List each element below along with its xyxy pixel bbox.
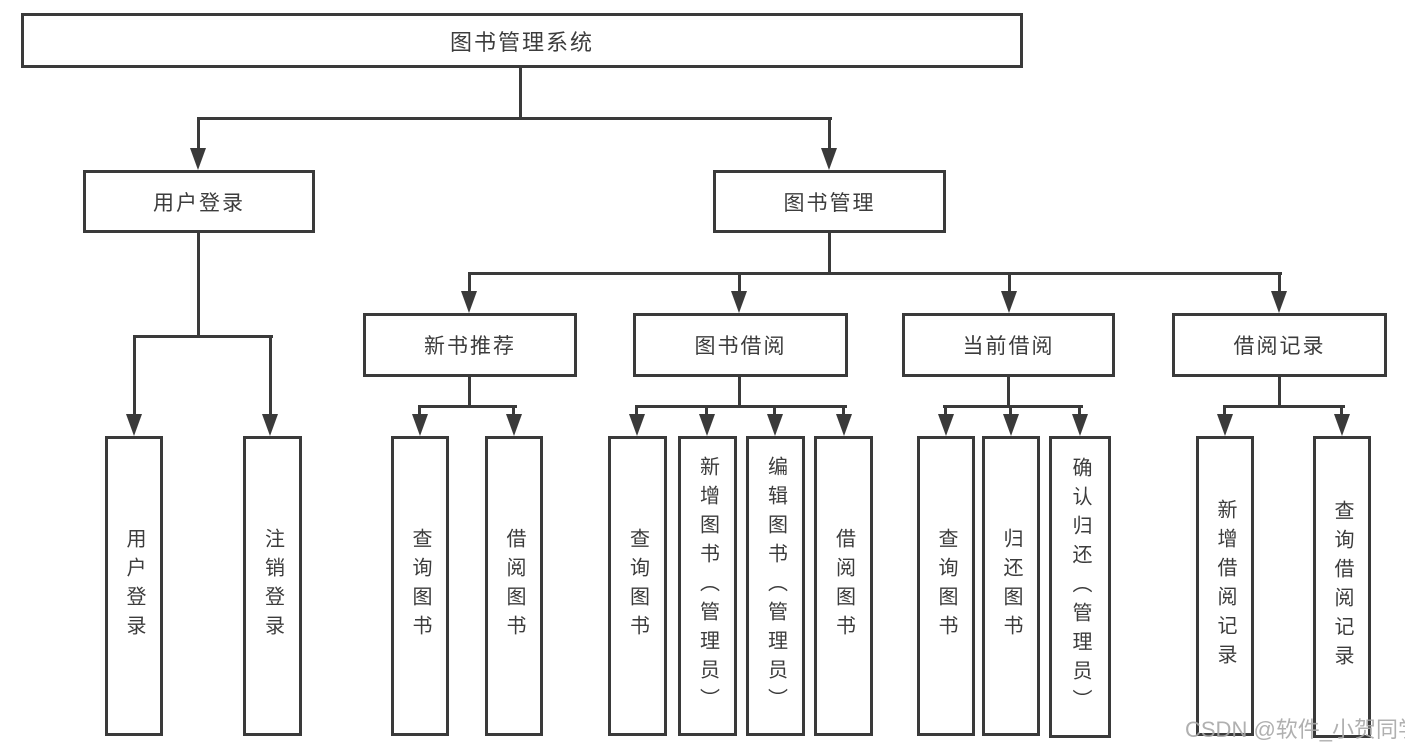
connector-root-bus bbox=[197, 117, 832, 120]
arrow-down-icon bbox=[767, 414, 783, 436]
arrow-down-icon bbox=[938, 414, 954, 436]
leaf-newbook-query: 查询图书 bbox=[391, 436, 449, 736]
arrow-down-icon bbox=[412, 414, 428, 436]
leaf-logout-label: 注销登录 bbox=[261, 528, 284, 644]
leaf-logout: 注销登录 bbox=[243, 436, 302, 736]
arrow-down-icon bbox=[821, 148, 837, 170]
arrow-down-icon bbox=[506, 414, 522, 436]
leaf-current-confirm-admin-label: 确认归还（管理员） bbox=[1069, 456, 1091, 718]
connector-user-bus bbox=[133, 335, 273, 338]
leaf-borrow-query: 查询图书 bbox=[608, 436, 667, 736]
connector-borrowrecord-stem bbox=[1278, 375, 1281, 407]
connector-newbook-stem bbox=[468, 375, 471, 407]
arrow-down-icon bbox=[731, 291, 747, 313]
leaf-record-add: 新增借阅记录 bbox=[1196, 436, 1254, 736]
arrow-down-icon bbox=[262, 414, 278, 436]
leaf-borrow-edit-admin: 编辑图书（管理员） bbox=[746, 436, 805, 736]
node-library-system: 图书管理系统 bbox=[21, 13, 1023, 68]
node-user-login-label: 用户登录 bbox=[153, 191, 245, 215]
node-book-mgmt-label: 图书管理 bbox=[783, 191, 876, 215]
arrow-down-icon bbox=[1001, 291, 1017, 313]
arrow-down-icon bbox=[699, 414, 715, 436]
node-current-borrow-label: 当前借阅 bbox=[962, 335, 1055, 358]
connector-drop-leaf bbox=[512, 405, 515, 417]
arrow-down-icon bbox=[836, 414, 852, 436]
connector-drop-leaf bbox=[1340, 405, 1343, 417]
node-book-mgmt: 图书管理 bbox=[713, 170, 946, 233]
arrow-down-icon bbox=[461, 291, 477, 313]
arrow-down-icon bbox=[1271, 291, 1287, 313]
arrow-down-icon bbox=[1217, 414, 1233, 436]
leaf-current-confirm-admin: 确认归还（管理员） bbox=[1049, 436, 1111, 738]
arrow-down-icon bbox=[629, 414, 645, 436]
connector-drop-logout-leaf bbox=[269, 335, 272, 416]
connector-borrowrecord-bus bbox=[1224, 405, 1345, 408]
leaf-record-add-label: 新增借阅记录 bbox=[1214, 499, 1236, 673]
node-book-borrow-label: 图书借阅 bbox=[694, 335, 787, 358]
leaf-borrow-borrow: 借阅图书 bbox=[814, 436, 873, 736]
leaf-borrow-add-admin-label: 新增图书（管理员） bbox=[696, 455, 719, 717]
connector-drop-user-login-leaf bbox=[133, 335, 136, 416]
connector-bookborrow-stem bbox=[738, 375, 741, 407]
connector-currentborrow-bus bbox=[943, 405, 1083, 408]
leaf-borrow-query-label: 查询图书 bbox=[626, 528, 649, 644]
connector-drop-book-borrow bbox=[738, 272, 741, 294]
leaf-record-query-label: 查询借阅记录 bbox=[1331, 500, 1353, 674]
connector-drop-leaf bbox=[635, 405, 638, 417]
leaf-record-query: 查询借阅记录 bbox=[1313, 436, 1371, 738]
node-new-book-rec-label: 新书推荐 bbox=[424, 335, 516, 358]
leaf-newbook-borrow-label: 借阅图书 bbox=[503, 528, 525, 644]
connector-drop-leaf bbox=[1078, 405, 1081, 417]
node-user-login: 用户登录 bbox=[83, 170, 315, 233]
arrow-down-icon bbox=[1334, 414, 1350, 436]
connector-drop-leaf bbox=[1223, 405, 1226, 417]
connector-drop-leaf bbox=[705, 405, 708, 417]
connector-drop-leaf bbox=[842, 405, 845, 417]
arrow-down-icon bbox=[126, 414, 142, 436]
leaf-borrow-add-admin: 新增图书（管理员） bbox=[678, 436, 737, 736]
arrow-down-icon bbox=[190, 148, 206, 170]
connector-drop-borrow-record bbox=[1278, 272, 1281, 294]
leaf-current-return-label: 归还图书 bbox=[1000, 528, 1022, 644]
leaf-newbook-query-label: 查询图书 bbox=[409, 528, 431, 644]
leaf-newbook-borrow: 借阅图书 bbox=[485, 436, 543, 736]
node-borrow-record: 借阅记录 bbox=[1172, 313, 1387, 377]
node-library-system-label: 图书管理系统 bbox=[449, 29, 594, 55]
connector-book-bus bbox=[468, 272, 1282, 275]
connector-newbook-bus bbox=[419, 405, 517, 408]
node-new-book-rec: 新书推荐 bbox=[363, 313, 577, 377]
leaf-borrow-borrow-label: 借阅图书 bbox=[832, 528, 855, 644]
connector-drop-leaf bbox=[944, 405, 947, 417]
node-current-borrow: 当前借阅 bbox=[902, 313, 1115, 377]
leaf-current-return: 归还图书 bbox=[982, 436, 1040, 736]
connector-drop-current-borrow bbox=[1008, 272, 1011, 294]
connector-book-stem bbox=[828, 231, 831, 273]
connector-drop-book-mgmt bbox=[828, 117, 831, 150]
connector-bookborrow-bus bbox=[636, 405, 847, 408]
leaf-user-login: 用户登录 bbox=[105, 436, 163, 736]
connector-drop-leaf bbox=[418, 405, 421, 417]
leaf-current-query-label: 查询图书 bbox=[935, 528, 957, 644]
arrow-down-icon bbox=[1003, 414, 1019, 436]
leaf-user-login-label: 用户登录 bbox=[123, 528, 145, 644]
node-book-borrow: 图书借阅 bbox=[633, 313, 848, 377]
watermark: CSDN @软件_小贺同学 bbox=[1185, 717, 1405, 742]
connector-drop-new-book bbox=[468, 272, 471, 294]
connector-drop-leaf bbox=[1009, 405, 1012, 417]
arrow-down-icon bbox=[1072, 414, 1088, 436]
connector-drop-leaf bbox=[773, 405, 776, 417]
connector-root-stem bbox=[519, 66, 522, 118]
connector-currentborrow-stem bbox=[1007, 375, 1010, 407]
connector-user-stem bbox=[197, 231, 200, 336]
leaf-current-query: 查询图书 bbox=[917, 436, 975, 736]
node-borrow-record-label: 借阅记录 bbox=[1233, 335, 1326, 358]
connector-drop-user-login bbox=[197, 117, 200, 150]
leaf-borrow-edit-admin-label: 编辑图书（管理员） bbox=[764, 455, 787, 717]
